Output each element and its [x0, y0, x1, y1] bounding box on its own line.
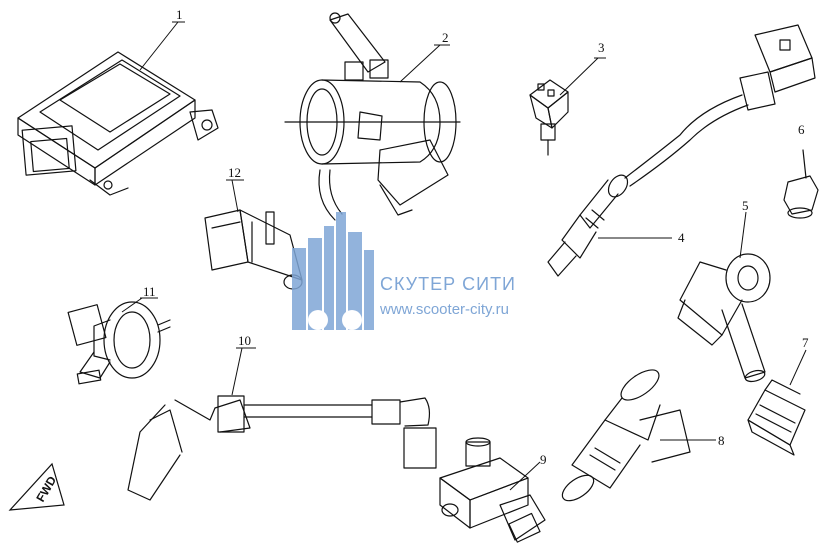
callouts: 1 2 3 4 5 6 7 8	[121, 7, 809, 491]
callout-10: 10	[231, 333, 256, 396]
watermark-logo-icon	[292, 212, 374, 330]
callout-1: 1	[139, 7, 185, 71]
callout-11: 11	[121, 284, 158, 313]
part-5-elbow-fitting	[677, 253, 771, 383]
callout-5: 5	[739, 198, 749, 259]
part-1-ecu	[17, 51, 219, 196]
callout-8-label: 8	[718, 433, 725, 448]
callout-3-label: 3	[598, 40, 605, 55]
callout-4: 4	[598, 230, 685, 245]
fwd-direction-marker: FWD	[8, 462, 65, 511]
callout-2: 2	[399, 30, 450, 83]
part-12-sensor-bracket	[204, 209, 303, 290]
callout-5-label: 5	[742, 198, 749, 213]
part-9-map-sensor	[439, 437, 546, 543]
callout-2-label: 2	[442, 30, 449, 45]
callout-1-label: 1	[176, 7, 183, 22]
watermark-title: СКУТЕР СИТИ	[380, 274, 516, 294]
part-7-connector	[747, 379, 806, 456]
callout-9-label: 9	[540, 452, 547, 467]
callout-9: 9	[509, 452, 547, 491]
callout-6-label: 6	[798, 122, 805, 137]
part-6-bolt	[783, 149, 819, 219]
callout-7: 7	[789, 335, 809, 386]
callout-3: 3	[559, 40, 606, 96]
part-4-oxygen-sensor	[547, 24, 816, 277]
callout-10-label: 10	[238, 333, 251, 348]
callout-12: 12	[226, 165, 244, 213]
callout-4-label: 4	[678, 230, 685, 245]
part-11-pressure-regulator	[67, 301, 171, 385]
callout-6: 6	[798, 122, 805, 137]
part-3-temp-sensor	[529, 79, 569, 156]
watermark: СКУТЕР СИТИ www.scooter-city.ru	[292, 212, 516, 330]
part-8-fuel-injector	[561, 369, 691, 502]
fwd-label: FWD	[33, 473, 59, 504]
callout-11-label: 11	[143, 284, 156, 299]
part-2-throttle-body	[284, 12, 461, 221]
callout-8: 8	[660, 433, 725, 448]
callout-12-label: 12	[228, 165, 241, 180]
callout-7-label: 7	[802, 335, 809, 350]
watermark-url: www.scooter-city.ru	[379, 301, 509, 318]
part-10-cable	[127, 395, 437, 501]
